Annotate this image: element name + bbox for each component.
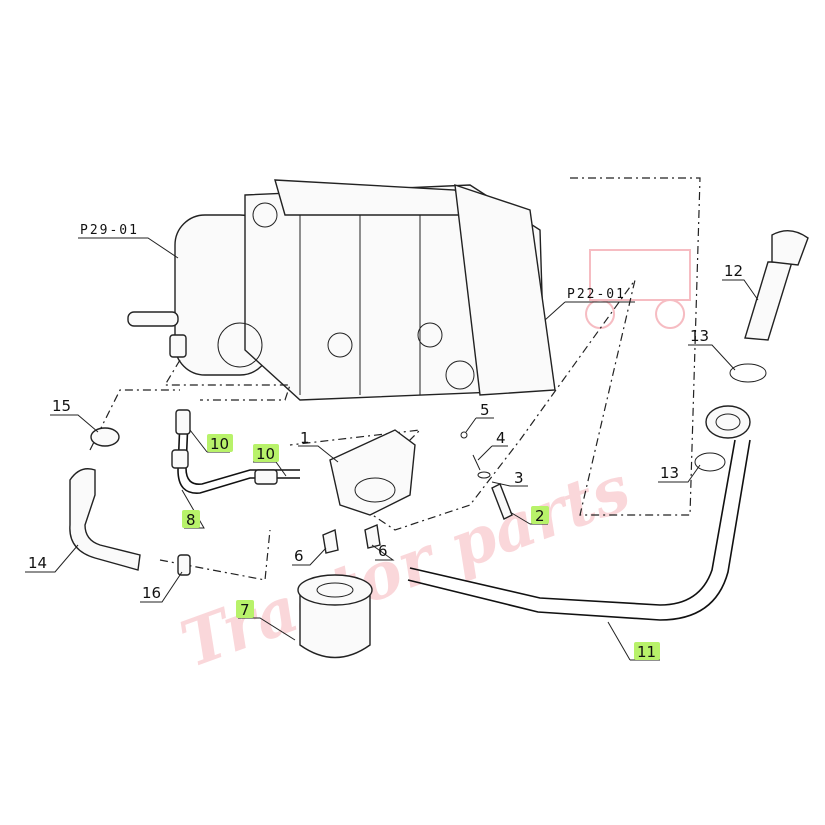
callout-7: 7: [240, 601, 250, 619]
callout-13b: 13: [660, 464, 679, 482]
callout-1: 1: [300, 429, 310, 447]
callout-5: 5: [480, 401, 490, 419]
callout-numbers: 1 2 3 4 5 6 6 7 8 10 10 11 12 13 13 14 1…: [28, 262, 743, 661]
assembly-ref-p29: P29-01: [80, 223, 139, 238]
callout-6b: 6: [378, 542, 388, 560]
callout-13a: 13: [690, 327, 709, 345]
small-parts: [322, 431, 513, 554]
hose-14: [69, 427, 191, 576]
assembly-ref-p22: P22-01: [567, 287, 626, 302]
callout-15: 15: [52, 397, 71, 415]
callout-11: 11: [637, 643, 656, 661]
assembly-label-p29: P29-01: [78, 223, 179, 259]
o-rings-13: [694, 363, 767, 472]
filter-head-1: [329, 429, 416, 516]
line-pipe-8: [171, 409, 300, 494]
callout-6a: 6: [294, 547, 304, 565]
oil-pipe-11: [407, 405, 751, 621]
callout-10a: 10: [210, 435, 229, 453]
callout-10b: 10: [256, 445, 275, 463]
callout-3: 3: [514, 469, 524, 487]
callout-2: 2: [535, 507, 545, 525]
callout-8: 8: [186, 511, 196, 529]
oil-filter-7: [297, 574, 373, 659]
callout-16: 16: [142, 584, 161, 602]
callout-14: 14: [28, 554, 47, 572]
assembly-label-p22: P22-01: [544, 287, 635, 321]
callout-4: 4: [496, 429, 506, 447]
breather-tube-12: [744, 230, 809, 341]
callout-12: 12: [724, 262, 743, 280]
transmission-housing: [127, 179, 556, 401]
